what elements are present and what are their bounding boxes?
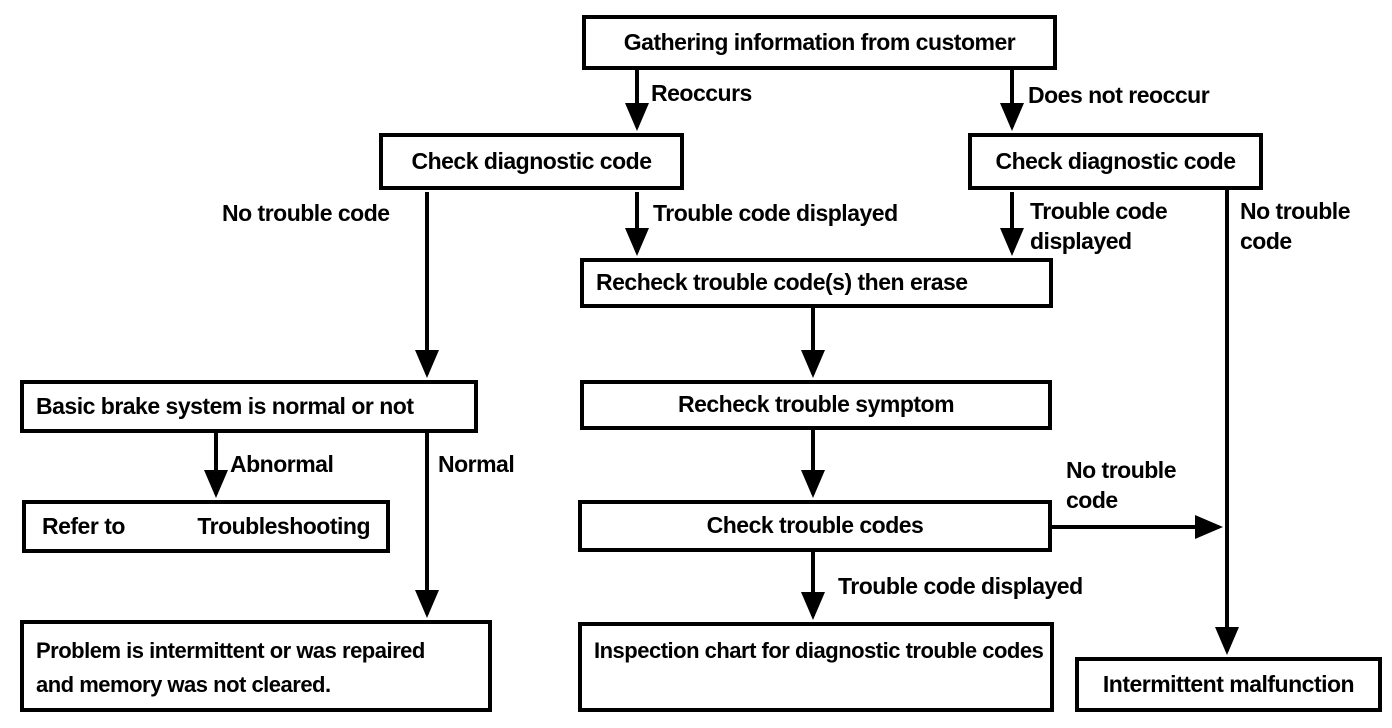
node-check-diagnostic-code-right: Check diagnostic code [968, 133, 1263, 190]
node-intermittent-malfunction: Intermittent malfunction [1075, 657, 1382, 712]
node-inspection-chart: Inspection chart for diagnostic trouble … [578, 622, 1054, 712]
edge-label-trouble-code-displayed-bottom: Trouble code displayed [838, 573, 1083, 599]
edge-label-no-trouble-code-left: No trouble code [222, 200, 390, 226]
refer-to-text: Refer to [42, 512, 125, 539]
node-gathering-information: Gathering information from customer [582, 15, 1057, 70]
node-recheck-trouble-codes-erase: Recheck trouble code(s) then erase [580, 258, 1053, 308]
node-check-trouble-codes: Check trouble codes [578, 500, 1052, 552]
edge-label-no-trouble-code-mid: No trouble code [1066, 457, 1177, 513]
edge-label-trouble-code-displayed-left: Trouble code displayed [653, 200, 898, 226]
edge-label-does-not-reoccur: Does not reoccur [1028, 82, 1210, 108]
edge-label-reoccurs: Reoccurs [651, 80, 752, 106]
edge-label-no-trouble-code-right: No trouble code [1240, 198, 1351, 254]
troubleshooting-text: Troubleshooting [197, 512, 370, 539]
node-basic-brake-system: Basic brake system is normal or not [20, 380, 478, 433]
node-recheck-trouble-symptom: Recheck trouble symptom [580, 380, 1052, 430]
node-check-diagnostic-code-left: Check diagnostic code [379, 133, 684, 190]
edge-label-abnormal: Abnormal [230, 451, 334, 477]
edge-label-trouble-code-displayed-right: Trouble code displayed [1030, 198, 1168, 254]
edge-label-normal: Normal [438, 451, 515, 477]
node-refer-to-troubleshooting: Refer to Troubleshooting [22, 500, 390, 553]
node-problem-intermittent: Problem is intermittent or was repaired … [20, 620, 492, 712]
